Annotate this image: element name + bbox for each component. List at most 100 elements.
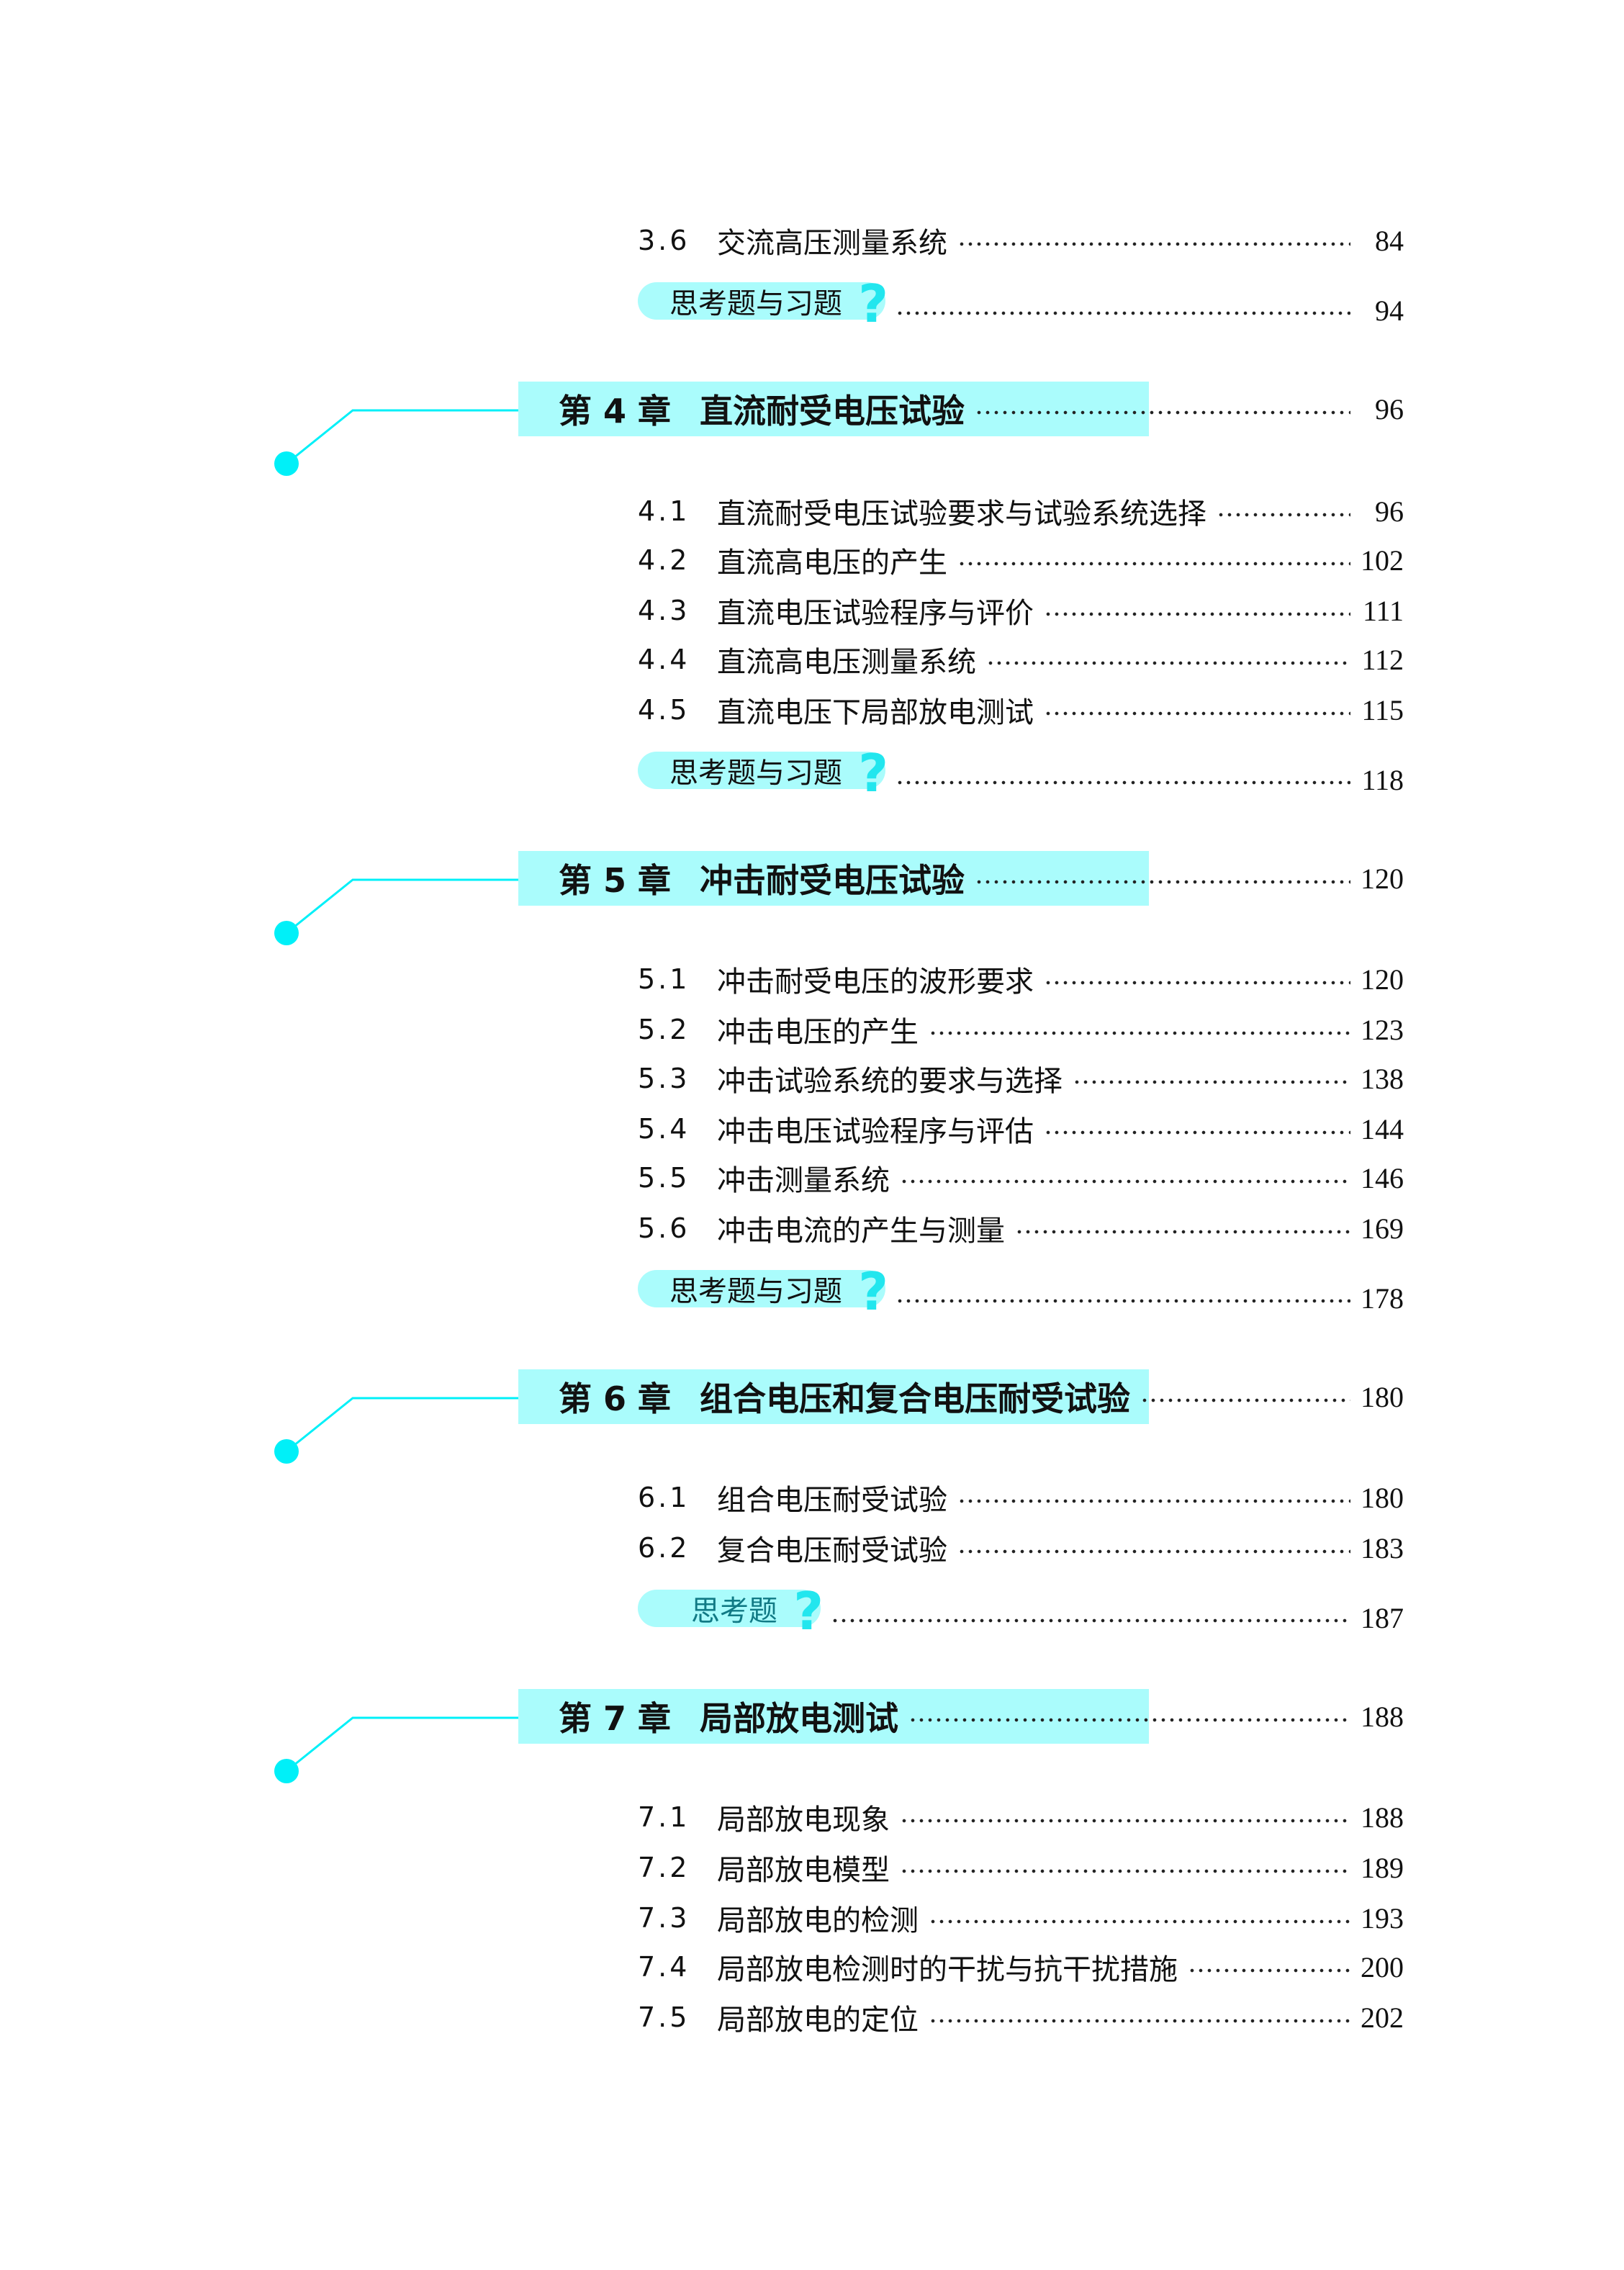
section-title: 冲击测量系统 xyxy=(717,1164,890,1197)
section-number: 4.4 xyxy=(638,644,690,675)
exercise-pill: 思考题? xyxy=(638,1581,824,1641)
chapter-number: 第 4 章 xyxy=(559,392,672,431)
dot-leader xyxy=(1188,1968,1350,1973)
chapter-number: 第 5 章 xyxy=(559,861,672,900)
page-number: 169 xyxy=(1361,1212,1404,1245)
section-number: 5.4 xyxy=(638,1113,690,1145)
dot-leader xyxy=(1140,1397,1350,1403)
page-number: 115 xyxy=(1361,693,1404,726)
section-number: 4.2 xyxy=(638,544,690,576)
section-number: 7.2 xyxy=(638,1852,690,1883)
page-number: 187 xyxy=(1361,1601,1404,1634)
bullet-dot-icon xyxy=(274,1439,299,1464)
question-mark-icon: ? xyxy=(858,1261,888,1322)
section-title: 冲击电压的产生 xyxy=(717,1016,919,1049)
question-mark-icon: ? xyxy=(858,743,888,803)
chapter-band xyxy=(518,851,1149,906)
page-number: 189 xyxy=(1361,1851,1404,1884)
section-number: 5.2 xyxy=(638,1014,690,1045)
section-number: 6.1 xyxy=(638,1482,690,1513)
toc-chapter-entry[interactable]: 第 6 章组合电压和复合电压耐受试验 180 xyxy=(559,1377,1404,1418)
section-number: 4.1 xyxy=(638,495,690,527)
dot-leader xyxy=(831,1618,1350,1623)
dot-leader xyxy=(1044,711,1350,716)
section-title: 冲击试验系统的要求与选择 xyxy=(717,1065,1063,1098)
dot-leader xyxy=(929,1030,1350,1036)
dot-leader xyxy=(975,410,1350,415)
section-title: 局部放电的检测 xyxy=(717,1904,919,1937)
page-number: 188 xyxy=(1361,1700,1404,1733)
chapter-title: 冲击耐受电压试验 xyxy=(700,861,965,900)
section-title: 局部放电现象 xyxy=(717,1803,890,1837)
exercise-label: 思考题与习题 xyxy=(669,287,842,320)
chapter-number: 第 6 章 xyxy=(559,1379,672,1418)
toc-exercise-entry[interactable]: 思考题与习题? 94 xyxy=(638,274,1404,334)
page-number: 118 xyxy=(1361,763,1404,796)
chapter-connector-icon xyxy=(274,409,533,476)
section-title: 直流电压试验程序与评价 xyxy=(717,597,1034,630)
section-number: 3.6 xyxy=(638,225,690,256)
section-title: 直流电压下局部放电测试 xyxy=(717,696,1034,729)
dot-leader xyxy=(896,310,1350,316)
page-number: 180 xyxy=(1361,1380,1404,1413)
dot-leader xyxy=(900,1179,1350,1184)
section-number: 7.5 xyxy=(638,2001,690,2033)
page-number: 188 xyxy=(1361,1801,1404,1834)
dot-leader xyxy=(900,1868,1350,1874)
dot-leader xyxy=(929,1919,1350,1924)
dot-leader xyxy=(1044,611,1350,617)
section-title: 直流高电压的产生 xyxy=(717,546,947,580)
dot-leader xyxy=(896,1298,1350,1304)
question-mark-icon: ? xyxy=(858,274,888,334)
section-number: 6.2 xyxy=(638,1532,690,1564)
dot-leader xyxy=(957,1549,1350,1554)
dot-leader xyxy=(896,780,1350,785)
section-title: 复合电压耐受试验 xyxy=(717,1534,947,1567)
chapter-band xyxy=(518,1369,1149,1424)
section-title: 直流耐受电压试验要求与试验系统选择 xyxy=(717,497,1206,531)
toc-exercise-entry[interactable]: 思考题与习题?118 xyxy=(638,743,1404,803)
chapter-connector-icon xyxy=(274,1716,533,1783)
page-number: 102 xyxy=(1361,544,1404,577)
bullet-dot-icon xyxy=(274,1759,299,1783)
page-number: 84 xyxy=(1375,224,1404,257)
page-number: 123 xyxy=(1361,1013,1404,1046)
section-title: 冲击电压试验程序与评估 xyxy=(717,1115,1034,1148)
page-number: 94 xyxy=(1375,294,1404,327)
dot-leader xyxy=(929,2018,1350,2024)
toc-section-entry[interactable]: 5.2 冲击电压的产生 123 xyxy=(638,1009,1404,1050)
page-number: 200 xyxy=(1361,1950,1404,1983)
toc-exercise-entry[interactable]: 思考题? 187 xyxy=(638,1581,1404,1641)
toc-exercise-entry[interactable]: 思考题与习题?178 xyxy=(638,1261,1404,1322)
section-number: 5.3 xyxy=(638,1063,690,1094)
dot-leader xyxy=(1044,1130,1350,1135)
bullet-dot-icon xyxy=(274,921,299,945)
section-number: 7.3 xyxy=(638,1902,690,1934)
section-title: 冲击电流的产生与测量 xyxy=(717,1215,1005,1248)
toc-section-entry[interactable]: 4.2 直流高电压的产生 102 xyxy=(638,540,1404,580)
dot-leader xyxy=(975,879,1350,885)
chapter-title: 组合电压和复合电压耐受试验 xyxy=(700,1379,1130,1418)
